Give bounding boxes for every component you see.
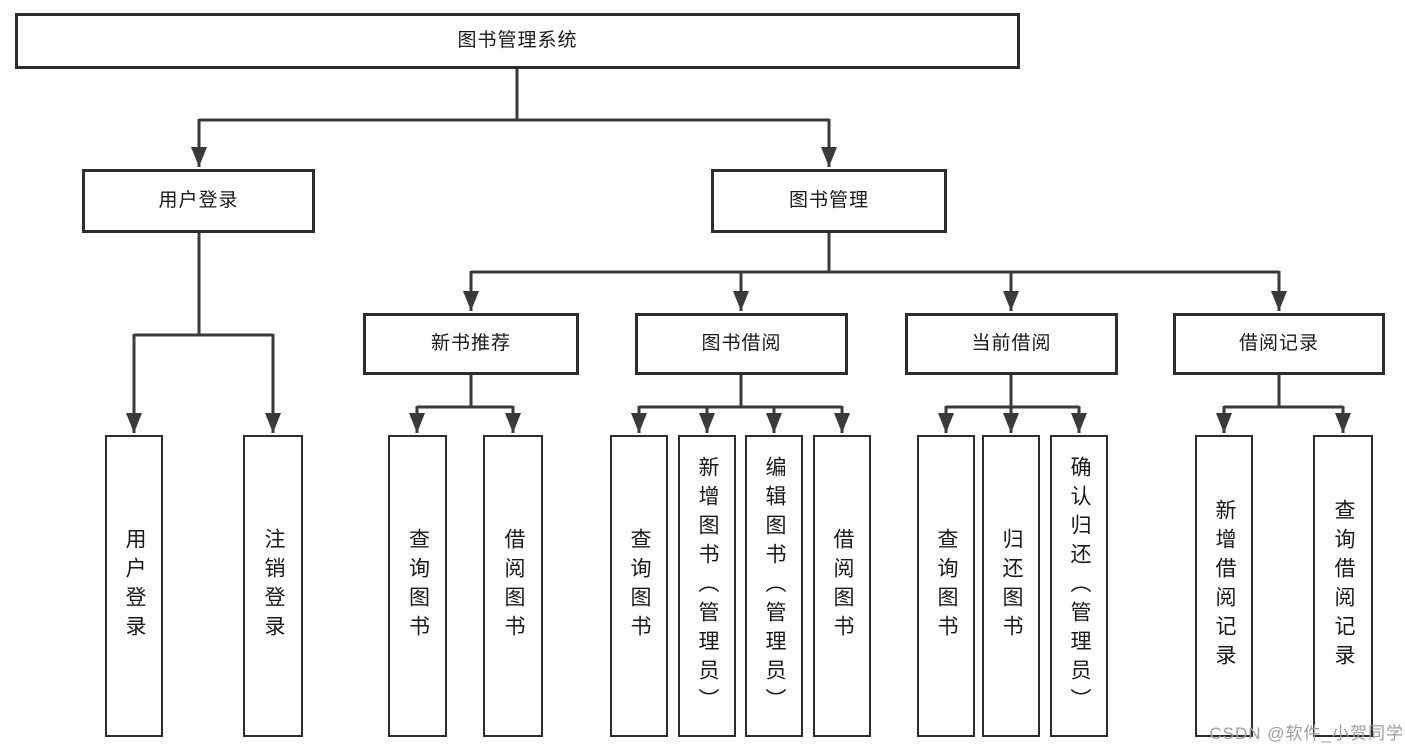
leaf-br-query-record-label: 查询借阅记录 — [1332, 499, 1356, 673]
leaf-nbr-borrow-books: 借阅图书 — [483, 435, 543, 737]
leaf-cb-return-books: 归还图书 — [982, 435, 1040, 737]
connector-current-borrow-children — [946, 375, 1079, 409]
leaf-bb-borrow-books: 借阅图书 — [813, 435, 871, 737]
node-current-borrow: 当前借阅 — [905, 313, 1118, 375]
node-book-management: 图书管理 — [711, 169, 947, 233]
leaf-user-login-label: 用户登录 — [123, 528, 147, 644]
leaf-cb-query-books-label: 查询图书 — [935, 528, 959, 644]
connector-user-login-children — [134, 233, 273, 337]
leaf-nbr-borrow-books-label: 借阅图书 — [502, 528, 526, 644]
leaf-cb-confirm-return-admin: 确认归还（管理员） — [1050, 435, 1108, 737]
node-new-book-recommend: 新书推荐 — [363, 313, 579, 375]
node-root-system: 图书管理系统 — [15, 13, 1020, 69]
node-user-login: 用户登录 — [82, 169, 315, 233]
leaf-bb-add-books-admin: 新增图书（管理员） — [678, 435, 736, 737]
leaf-bb-edit-books-admin: 编辑图书（管理员） — [745, 435, 803, 737]
leaf-cb-query-books: 查询图书 — [917, 435, 975, 737]
connector-book-management-children — [471, 233, 1279, 274]
csdn-watermark: CSDN @软件_小贺同学 — [1209, 724, 1404, 743]
leaf-br-add-record: 新增借阅记录 — [1195, 435, 1253, 737]
connector-borrow-records-children — [1224, 375, 1343, 409]
leaf-bb-query-books-label: 查询图书 — [628, 528, 652, 644]
leaf-nbr-query-books-label: 查询图书 — [406, 528, 430, 644]
leaf-bb-edit-books-admin-label: 编辑图书（管理员） — [763, 455, 787, 717]
leaf-nbr-query-books: 查询图书 — [388, 435, 447, 737]
leaf-user-login: 用户登录 — [105, 435, 163, 737]
connector-new-book-children — [417, 375, 513, 409]
leaf-logout: 注销登录 — [243, 435, 303, 737]
connector-book-borrow-children — [639, 375, 842, 409]
leaf-br-query-record: 查询借阅记录 — [1313, 435, 1373, 737]
leaf-logout-label: 注销登录 — [262, 528, 286, 644]
leaf-bb-query-books: 查询图书 — [610, 435, 668, 737]
node-book-borrow: 图书借阅 — [635, 313, 848, 375]
leaf-br-add-record-label: 新增借阅记录 — [1213, 499, 1237, 673]
leaf-cb-return-books-label: 归还图书 — [1000, 528, 1024, 644]
leaf-bb-add-books-admin-label: 新增图书（管理员） — [696, 455, 720, 717]
leaf-bb-borrow-books-label: 借阅图书 — [831, 528, 855, 644]
leaf-cb-confirm-return-admin-label: 确认归还（管理员） — [1068, 455, 1092, 717]
node-borrow-records: 借阅记录 — [1173, 313, 1385, 375]
connector-root-to-level2 — [199, 69, 829, 122]
